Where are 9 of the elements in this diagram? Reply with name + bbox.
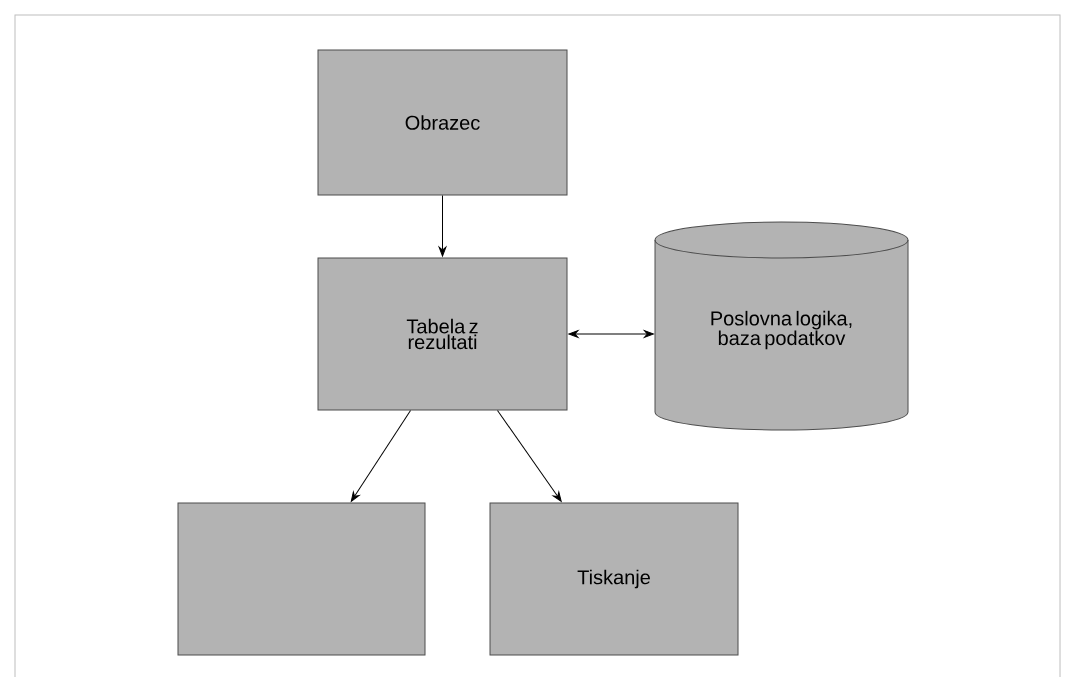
arrow bbox=[568, 330, 654, 338]
arrow bbox=[497, 410, 562, 502]
arrow bbox=[438, 195, 447, 257]
process-box: Obrazec bbox=[317, 49, 568, 196]
arrow bbox=[350, 410, 411, 502]
process-box: Tiskanje bbox=[489, 502, 739, 656]
process-box bbox=[177, 502, 426, 656]
process-box: Tabela z rezultati bbox=[317, 257, 568, 411]
database-cylinder: Poslovna logika, baza podatkov bbox=[654, 221, 909, 431]
